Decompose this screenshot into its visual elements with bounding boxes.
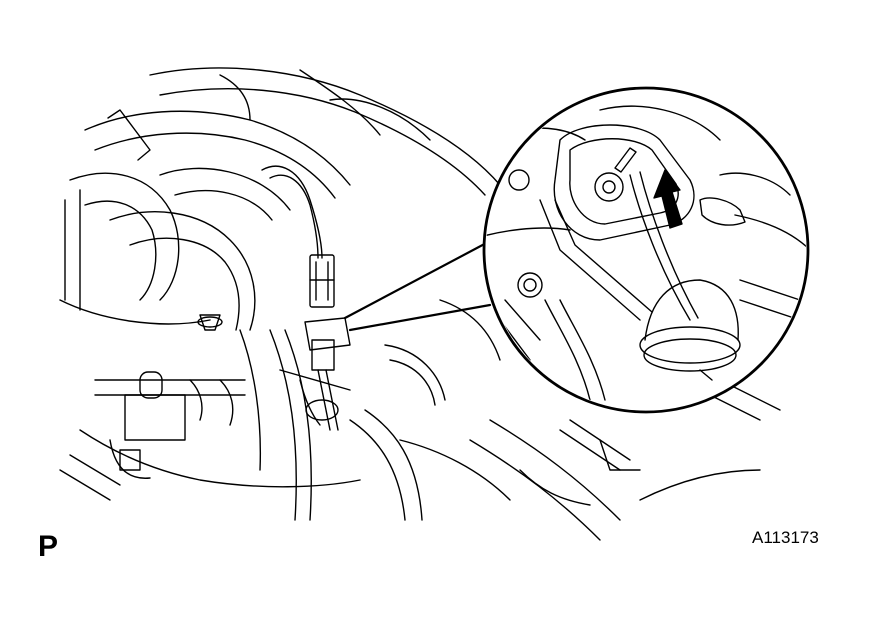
magnifier-leader <box>343 238 494 332</box>
intake-runners <box>59 167 291 331</box>
movement-arrow-icon <box>653 169 683 229</box>
magnified-detail <box>482 86 810 414</box>
sensor-socket <box>299 317 351 431</box>
right-background-lines <box>469 369 781 541</box>
sensor-connector-plug <box>309 254 335 308</box>
lower-left-components <box>59 314 361 501</box>
upper-hoses <box>84 67 501 199</box>
illustration-code: A113173 <box>752 528 819 547</box>
center-hoses <box>239 299 511 521</box>
connector-upper-wire <box>261 165 323 259</box>
view-letter: P <box>38 530 59 563</box>
